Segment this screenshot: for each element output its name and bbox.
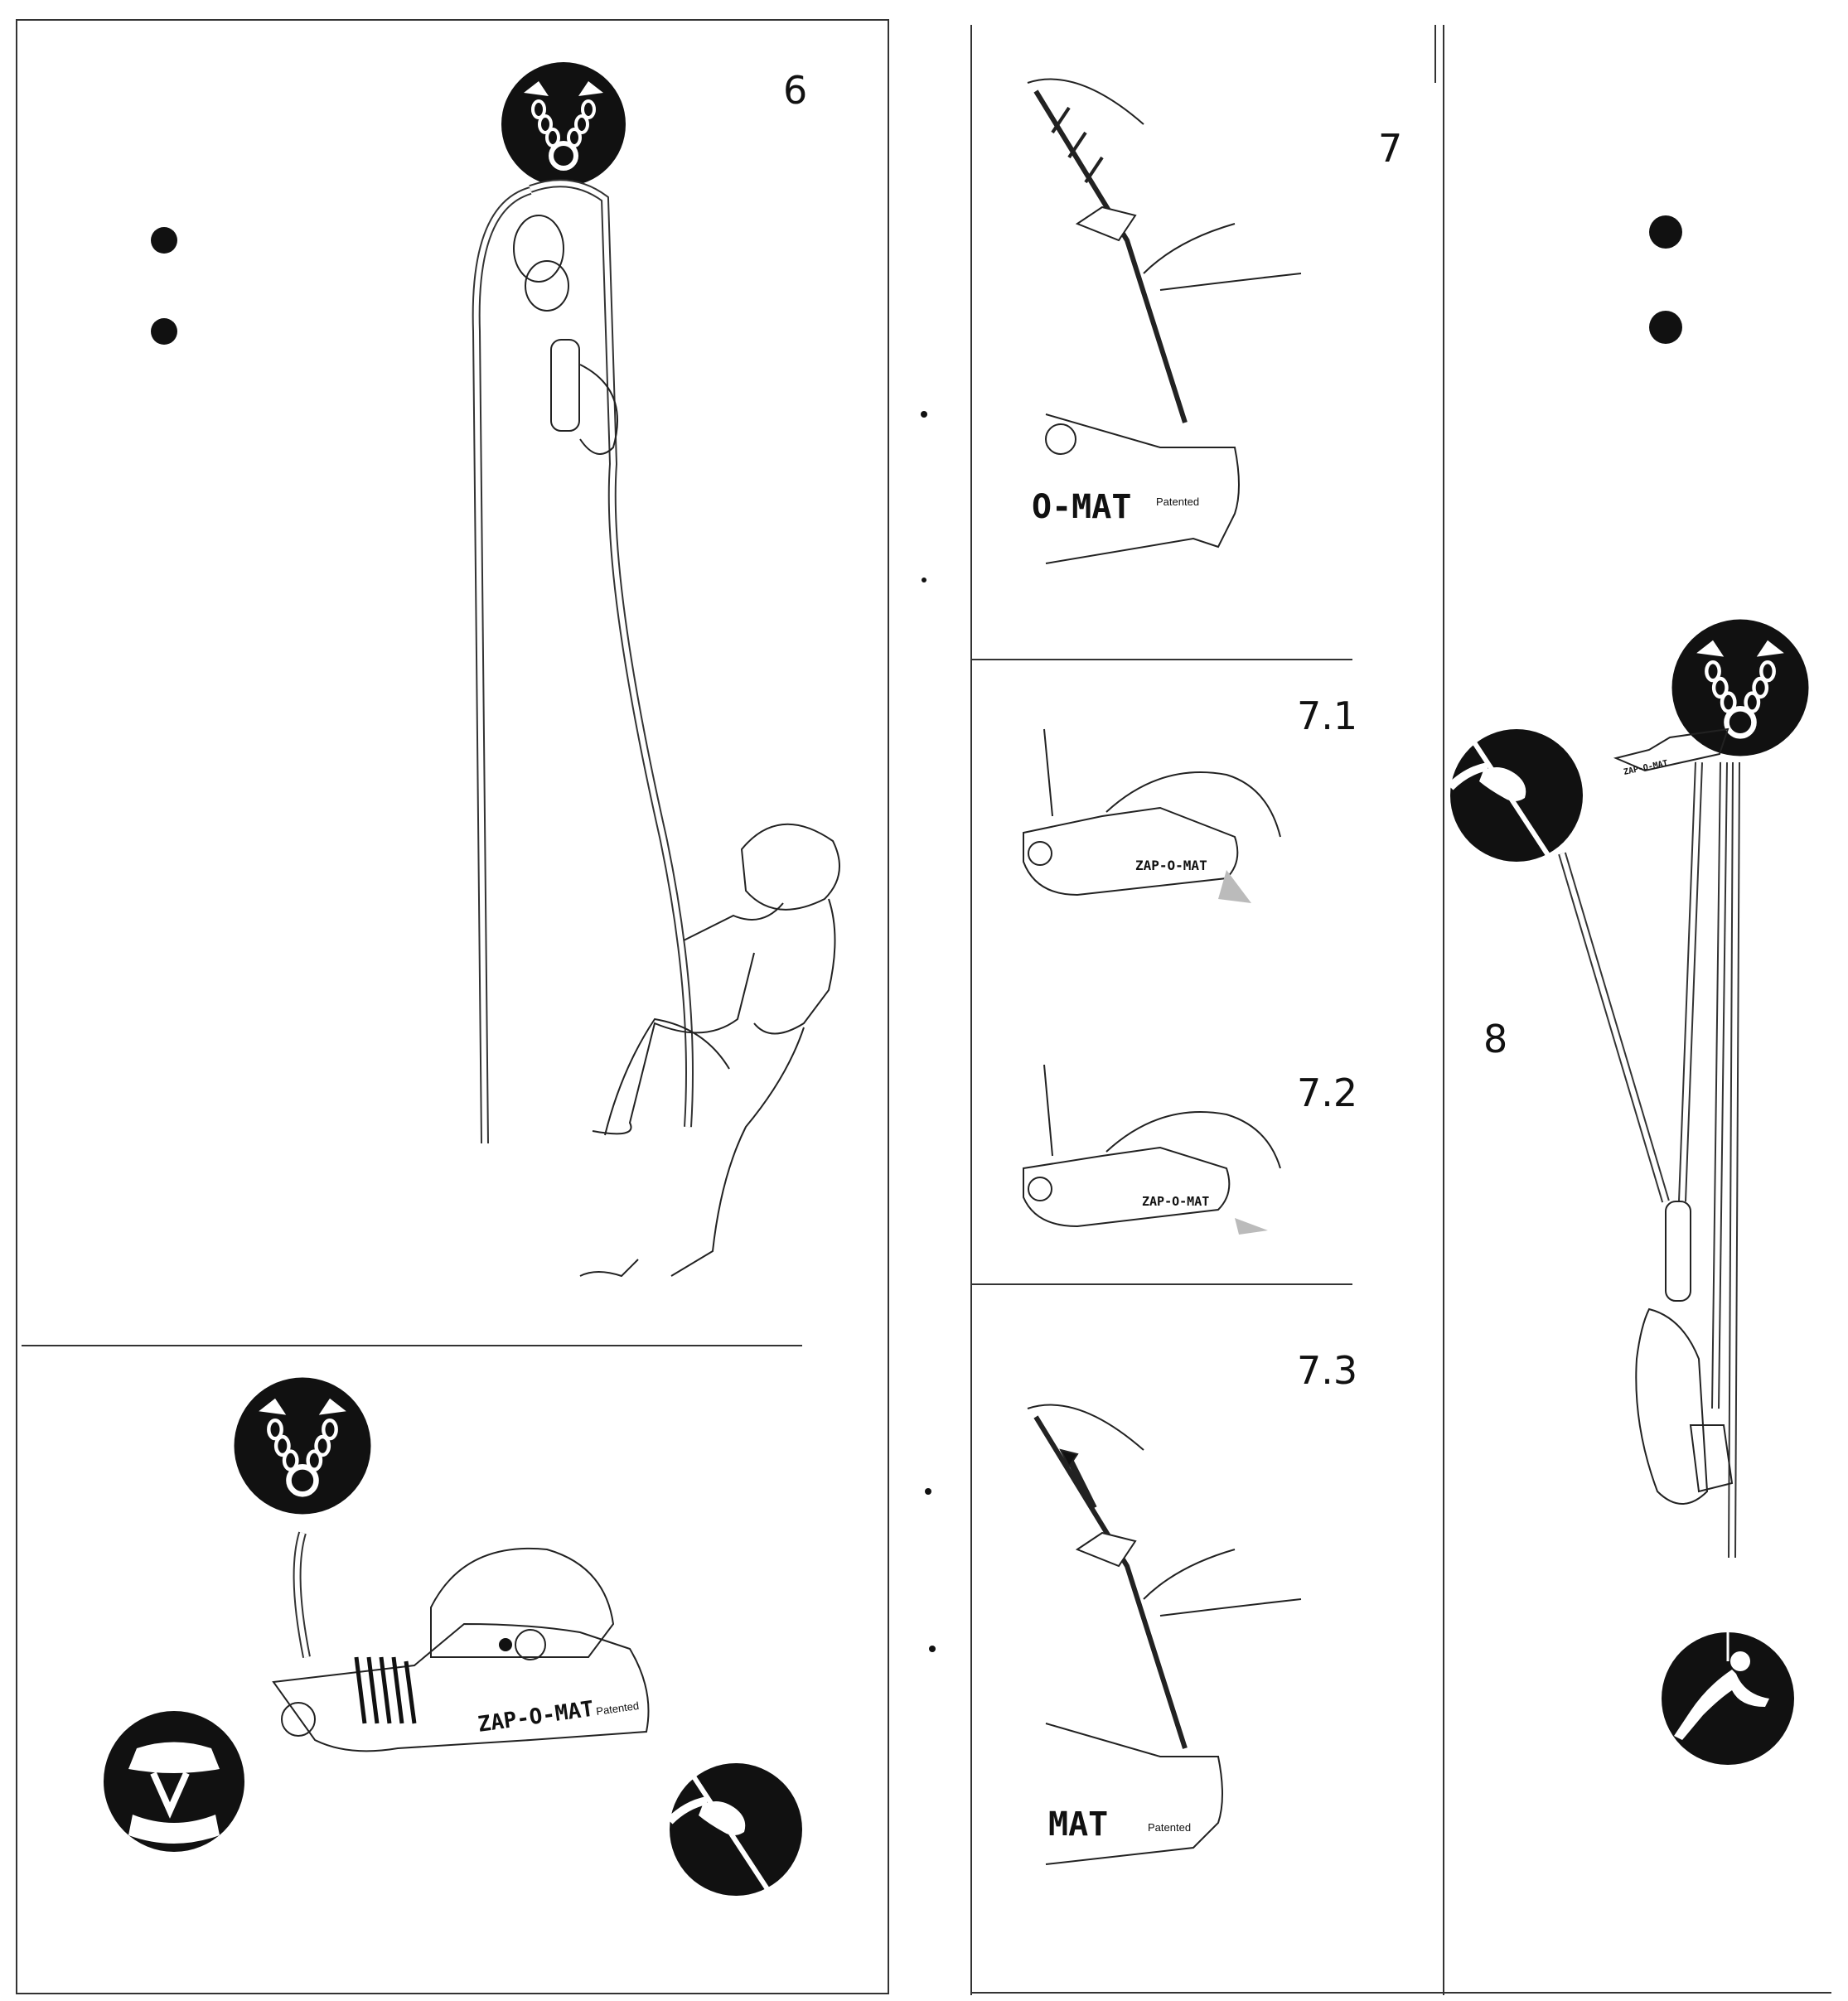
harness-icon (104, 1711, 244, 1852)
panel-71-number: 7.1 (1297, 694, 1357, 738)
climber-illustration (579, 823, 840, 1278)
device-brand: ZAP-O-MAT (477, 1697, 596, 1738)
closeup-patent-73: Patented (1148, 1821, 1191, 1834)
device-closeup-73: MAT Patented (1045, 1723, 1223, 1865)
brand-71: ZAP-O-MAT (1135, 858, 1207, 873)
left-frame (16, 19, 889, 1994)
climber-icon (1662, 1632, 1794, 1765)
panel-7-number: 7 (1378, 126, 1402, 171)
rope-figure-eight (472, 179, 694, 1144)
panel-72-number: 7.2 (1297, 1071, 1357, 1115)
device-closeup-7: O-MAT Patented (1032, 413, 1240, 564)
device-patent: Patented (595, 1699, 640, 1718)
panel-73-number: 7.3 (1297, 1348, 1357, 1393)
brand-8: ZAP-O-MAT (1623, 759, 1668, 777)
device-illustration-72: ZAP-O-MAT (1023, 1064, 1281, 1235)
pull-rope-illustration-73 (1027, 1404, 1302, 1749)
panel-6-number: 6 (783, 68, 807, 113)
rescue-system-illustration: ZAP-O-MAT (1558, 727, 1740, 1559)
punch-hole (1649, 215, 1682, 249)
closeup-brand-73: MAT (1048, 1805, 1108, 1844)
punch-hole (1649, 311, 1682, 344)
anchor-chain-icon-8 (1672, 620, 1809, 756)
panel-8-number: 8 (1483, 1017, 1507, 1061)
anchor-chain-icon-large (235, 1378, 371, 1515)
closeup-brand-7: O-MAT (1032, 488, 1131, 526)
punch-hole (151, 227, 177, 254)
zap-o-mat-device: ZAP-O-MAT Patented (272, 1547, 650, 1752)
closeup-patent-7: Patented (1156, 495, 1199, 508)
hand-rope-icon (670, 1763, 802, 1896)
pull-rope-illustration (1027, 78, 1302, 423)
punch-hole (151, 318, 177, 345)
anchor-chain-icon (501, 62, 626, 186)
brand-72: ZAP-O-MAT (1142, 1194, 1209, 1209)
hand-rope-icon-8 (1450, 729, 1583, 862)
device-illustration-71: ZAP-O-MAT (1023, 728, 1281, 903)
